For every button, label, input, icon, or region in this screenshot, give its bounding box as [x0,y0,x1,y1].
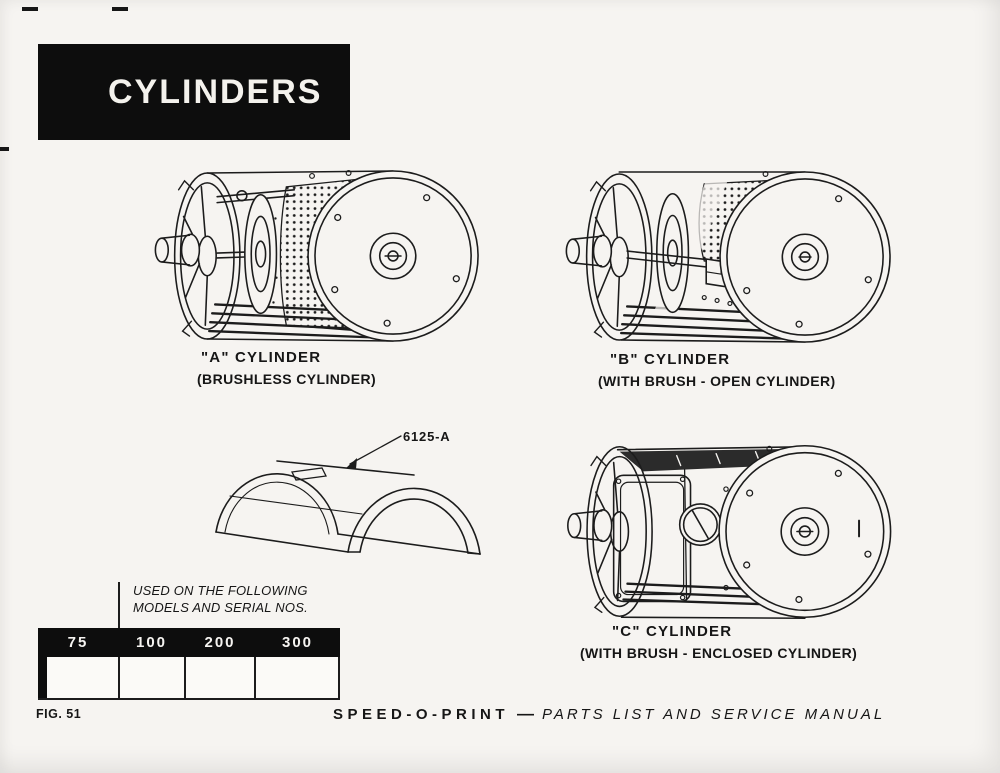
serial-cell-75 [38,657,118,698]
footer-subtitle: PARTS LIST AND SERVICE MANUAL [542,706,886,723]
cylinder-b-illustration [565,171,891,343]
caption-c-title: "C" CYLINDER [612,623,733,640]
title-banner: CYLINDERS [38,44,350,140]
cylinder-cover-illustration [215,435,481,555]
caption-b-title: "B" CYLINDER [610,351,731,368]
cover-part-number: 6125-A [403,429,451,444]
cylinder-a-illustration [154,170,479,342]
usage-note: USED ON THE FOLLOWING MODELS AND SERIAL … [133,582,308,616]
footer-brand: SPEED-O-PRINT [333,706,510,723]
serial-cell-100 [117,657,185,698]
figure-number: FIG. 51 [36,707,82,721]
caption-c-subtitle: (WITH BRUSH - ENCLOSED CYLINDER) [580,645,858,661]
usage-note-line2: MODELS AND SERIAL NOS. [133,600,308,615]
models-table-body [38,657,340,700]
caption-a-subtitle: (BRUSHLESS CYLINDER) [197,371,377,387]
models-column-200: 200 [204,634,236,651]
table-guide-line [118,582,120,628]
models-table-header: 75 100 200 300 [38,628,340,657]
caption-cylinder-a: "A" CYLINDER (BRUSHLESS CYLINDER) [197,349,376,387]
models-column-100: 100 [135,634,168,651]
caption-a-title: "A" CYLINDER [201,349,322,366]
footer-line: SPEED-O-PRINT — PARTS LIST AND SERVICE M… [333,704,885,724]
footer-dash: — [517,704,535,723]
registration-mark [112,7,128,11]
caption-b-subtitle: (WITH BRUSH - OPEN CYLINDER) [598,373,836,389]
caption-cylinder-b: "B" CYLINDER (WITH BRUSH - OPEN CYLINDER… [598,351,836,389]
usage-note-line1: USED ON THE FOLLOWING [133,583,308,598]
serial-cell-200 [184,657,254,698]
registration-mark [0,147,9,151]
page-title: CYLINDERS [108,72,323,111]
models-column-75: 75 [67,634,89,651]
registration-mark [22,7,38,11]
serial-cell-300 [253,657,338,698]
caption-cylinder-c: "C" CYLINDER (WITH BRUSH - ENCLOSED CYLI… [580,623,857,661]
cylinder-c-illustration [567,444,892,620]
models-column-300: 300 [281,634,314,651]
